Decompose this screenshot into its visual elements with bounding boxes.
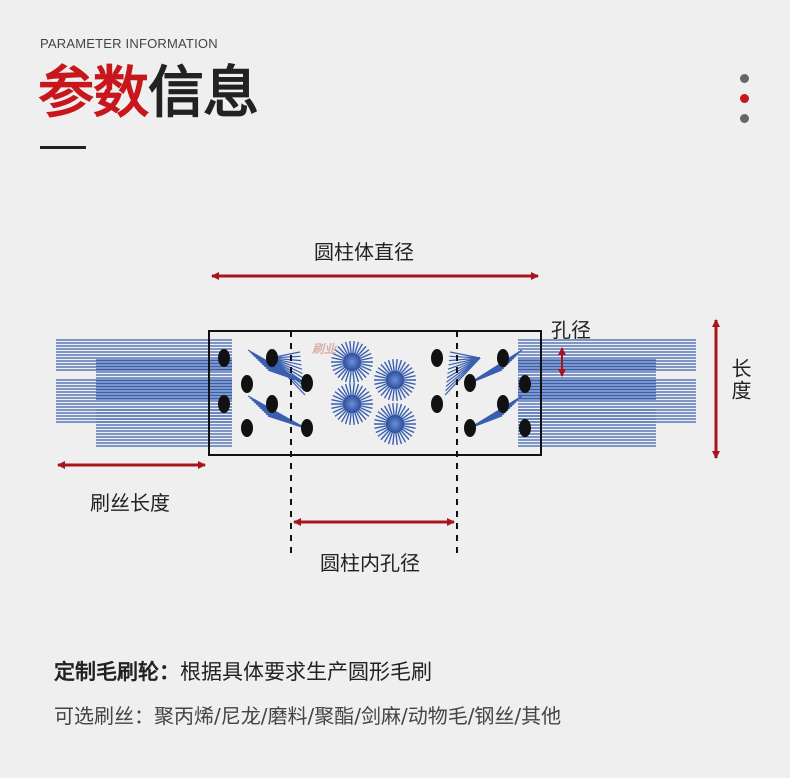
mount-hole <box>431 395 443 413</box>
custom-text: 根据具体要求生产圆形毛刷 <box>180 660 432 684</box>
custom-description: 定制毛刷轮：根据具体要求生产圆形毛刷 <box>54 656 432 686</box>
mount-hole <box>241 419 253 437</box>
label-bristle-length: 刷丝长度 <box>90 491 170 515</box>
bristle-tufts <box>331 341 416 445</box>
bristle-group-left <box>56 339 232 447</box>
title-dark-part: 信息 <box>148 61 259 126</box>
mount-hole <box>519 375 531 393</box>
bristle-group-right <box>518 339 696 447</box>
custom-label: 定制毛刷轮： <box>54 660 180 684</box>
mount-hole <box>464 374 476 392</box>
label-cylinder-diameter: 圆柱体直径 <box>314 240 414 264</box>
bristle-tuft <box>331 341 373 383</box>
bristle-tuft <box>374 359 416 401</box>
mount-hole <box>301 374 313 392</box>
page-dot-active[interactable] <box>740 94 749 103</box>
bristle-tuft <box>331 383 373 425</box>
mount-hole <box>519 419 531 437</box>
mount-hole <box>218 349 230 367</box>
page-dot[interactable] <box>740 74 749 83</box>
title-red-part: 参数 <box>38 61 149 126</box>
bristle-tuft <box>374 403 416 445</box>
fan-strand <box>447 357 481 370</box>
mount-hole <box>497 395 509 413</box>
page-indicator <box>740 74 750 134</box>
fan-strand <box>448 357 481 362</box>
mount-hole <box>266 349 278 367</box>
mount-hole <box>241 375 253 393</box>
cylinder-body <box>208 330 542 456</box>
label-hole-diameter: 孔径 <box>551 318 591 342</box>
fan-strand <box>449 351 481 359</box>
fan-strand <box>449 355 481 359</box>
watermark-logo: 刷业 <box>312 342 337 356</box>
title-underline <box>40 146 86 149</box>
eyebrow-text: PARAMETER INFORMATION <box>40 36 218 51</box>
fan-strand <box>444 357 481 396</box>
fan-strand <box>267 369 306 384</box>
mount-hole <box>218 395 230 413</box>
bristle-options: 可选刷丝：聚丙烯/尼龙/磨料/聚酯/剑麻/动物毛/钢丝/其他 <box>54 704 562 728</box>
label-inner-bore: 圆柱内孔径 <box>320 551 420 575</box>
mounting-holes <box>218 349 531 437</box>
mount-hole <box>497 349 509 367</box>
fan-strand <box>267 415 306 429</box>
page-title: 参数信息 <box>38 66 259 122</box>
label-length: 长度 <box>728 358 752 402</box>
mount-hole <box>266 395 278 413</box>
mount-hole <box>464 419 476 437</box>
page-dot[interactable] <box>740 114 749 123</box>
fan-strand <box>448 357 481 366</box>
mount-hole <box>431 349 443 367</box>
mount-hole <box>301 419 313 437</box>
